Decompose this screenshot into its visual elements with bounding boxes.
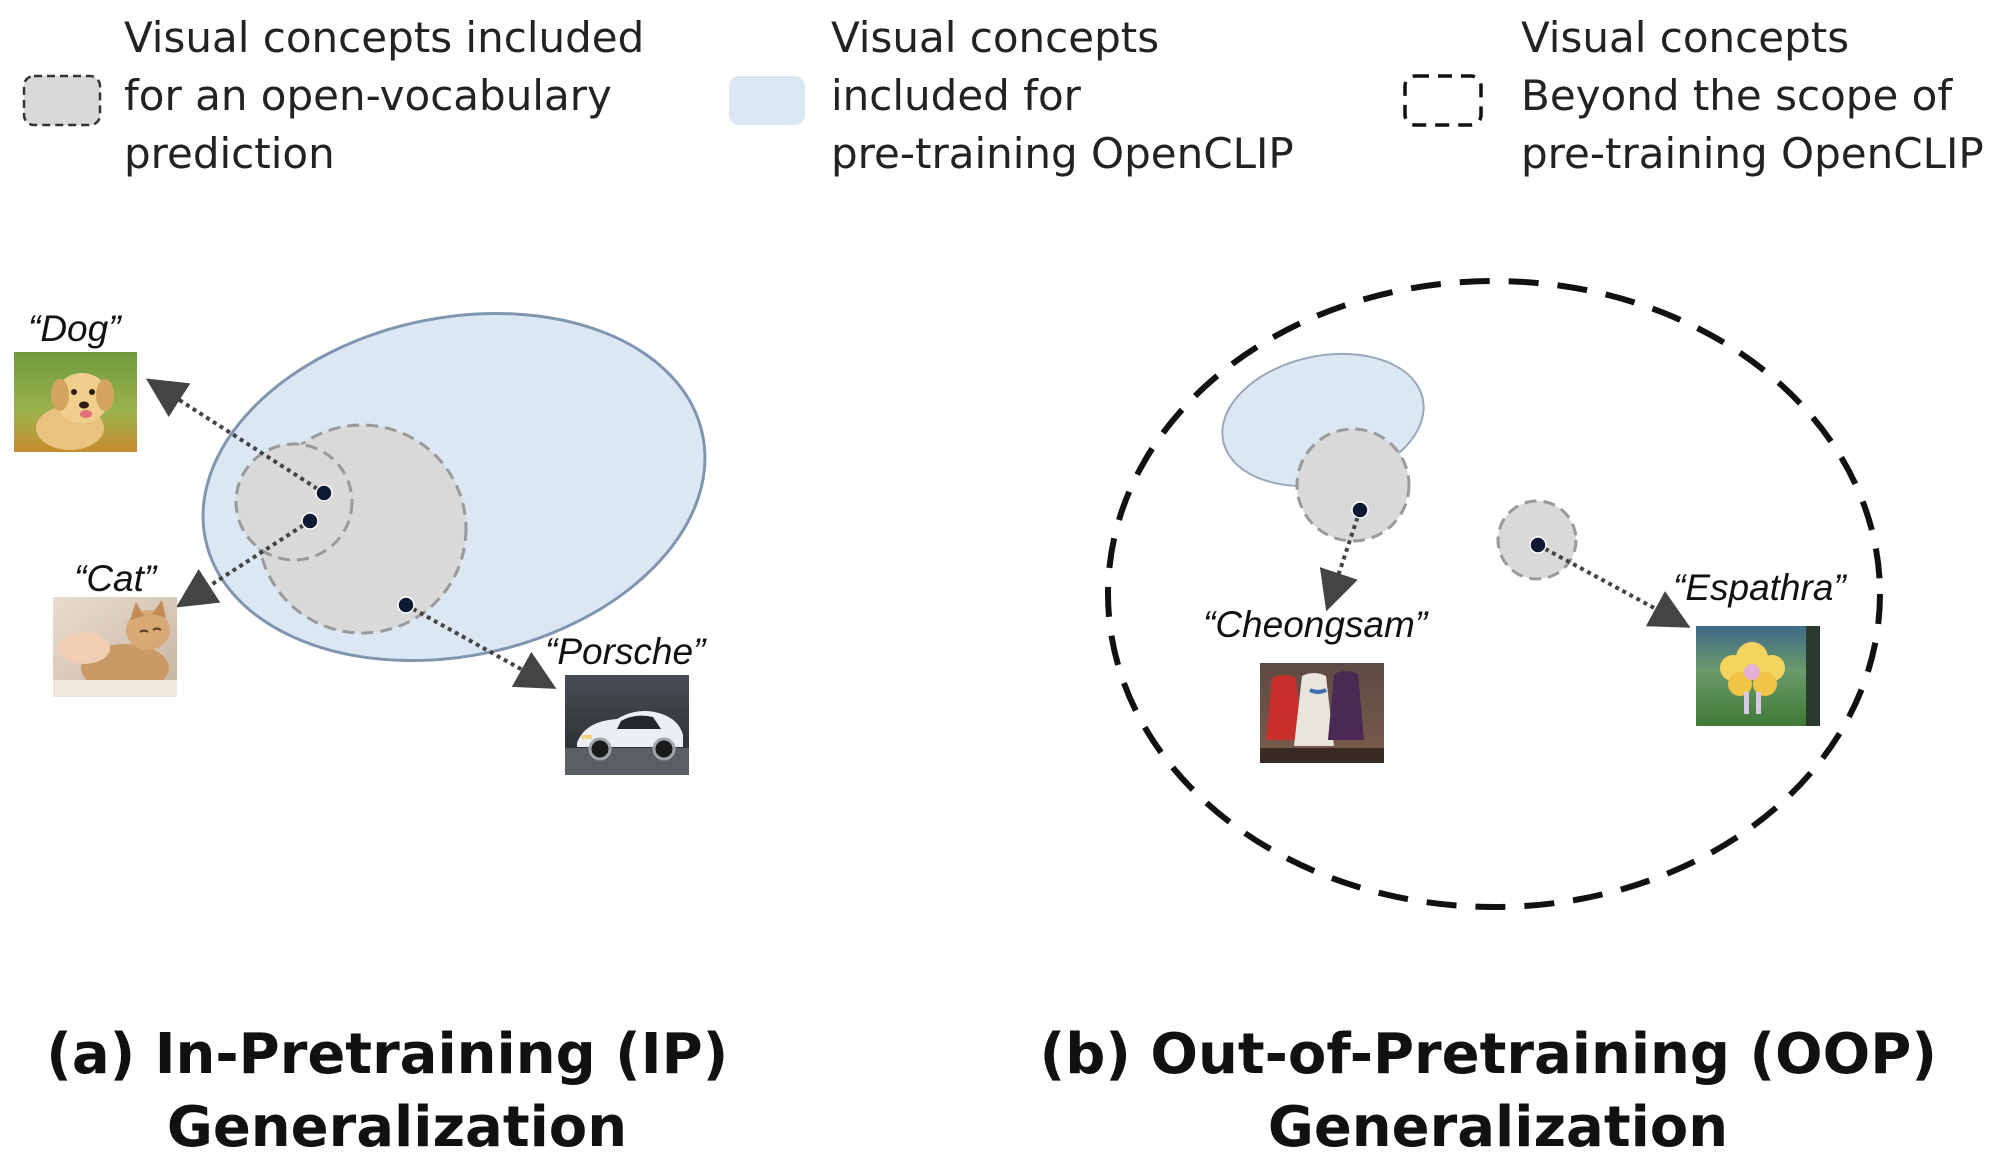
label-dog: “Dog” xyxy=(28,308,122,349)
legend-line: Beyond the scope of xyxy=(1521,71,1953,120)
legend-text: Visual concepts included for an open-voc… xyxy=(124,13,658,178)
concept-dot-porsche xyxy=(397,596,415,614)
legend-swatch-open-vocabulary xyxy=(22,74,102,127)
caption-b: (b) Out-of-Pretraining (OOP) Generalizat… xyxy=(1040,1022,1957,1160)
panel-b: “Cheongsam” “Espathra” (b) Out-of-Pretra xyxy=(1040,278,1957,1160)
arrow-espathra xyxy=(1537,543,1691,628)
legend-text: Visual concepts included for pre-trainin… xyxy=(831,13,1294,178)
caption-line: (a) In-Pretraining (IP) xyxy=(46,1022,728,1087)
concept-region-cheongsam xyxy=(1295,427,1411,543)
concept-dot-cat xyxy=(301,512,319,530)
label-cheongsam: “Cheongsam” xyxy=(1203,604,1429,645)
legend-swatch-pretraining xyxy=(729,76,805,125)
legend-swatch-beyond-scope xyxy=(1403,74,1483,127)
label-porsche: “Porsche” xyxy=(545,631,707,672)
legend-line: prediction xyxy=(124,129,335,178)
caption-line: Generalization xyxy=(1268,1095,1728,1160)
espathra-image xyxy=(1696,626,1820,726)
legend-item-beyond-scope: Visual concepts Beyond the scope of pre-… xyxy=(1403,13,1984,178)
legend-line: pre-training OpenCLIP xyxy=(1521,129,1984,178)
legend-line: Visual concepts xyxy=(1521,13,1849,62)
caption-line: Generalization xyxy=(167,1095,627,1160)
legend-line: Visual concepts included xyxy=(124,13,644,62)
concept-dot-cheongsam xyxy=(1351,501,1369,519)
dog-image xyxy=(14,352,137,452)
concept-dot-dog xyxy=(315,484,333,502)
arrow-cat xyxy=(175,519,312,608)
legend-line: Visual concepts xyxy=(831,13,1159,62)
legend-item-open-vocabulary: Visual concepts included for an open-voc… xyxy=(22,13,658,178)
arrow-porsche xyxy=(405,603,557,689)
legend: Visual concepts included for an open-voc… xyxy=(22,13,1984,178)
cat-image xyxy=(53,597,177,697)
legend-text: Visual concepts Beyond the scope of pre-… xyxy=(1521,13,1984,178)
beyond-scope-region xyxy=(1105,278,1883,910)
concept-dot-espathra xyxy=(1529,536,1547,554)
porsche-image xyxy=(565,675,689,775)
concept-region-dog-cat xyxy=(234,442,354,562)
caption-a: (a) In-Pretraining (IP) Generalization xyxy=(46,1022,748,1160)
panel-a: “Dog” “Cat” “Porsche” xyxy=(14,308,748,1160)
legend-line: for an open-vocabulary xyxy=(124,71,612,120)
legend-line: pre-training OpenCLIP xyxy=(831,129,1294,178)
cheongsam-image xyxy=(1260,663,1384,763)
arrow-dog xyxy=(145,378,326,495)
label-espathra: “Espathra” xyxy=(1673,567,1847,608)
legend-item-pretraining: Visual concepts included for pre-trainin… xyxy=(729,13,1294,178)
legend-line: included for xyxy=(831,71,1082,120)
caption-line: (b) Out-of-Pretraining (OOP) xyxy=(1040,1022,1937,1087)
label-cat: “Cat” xyxy=(74,558,158,599)
